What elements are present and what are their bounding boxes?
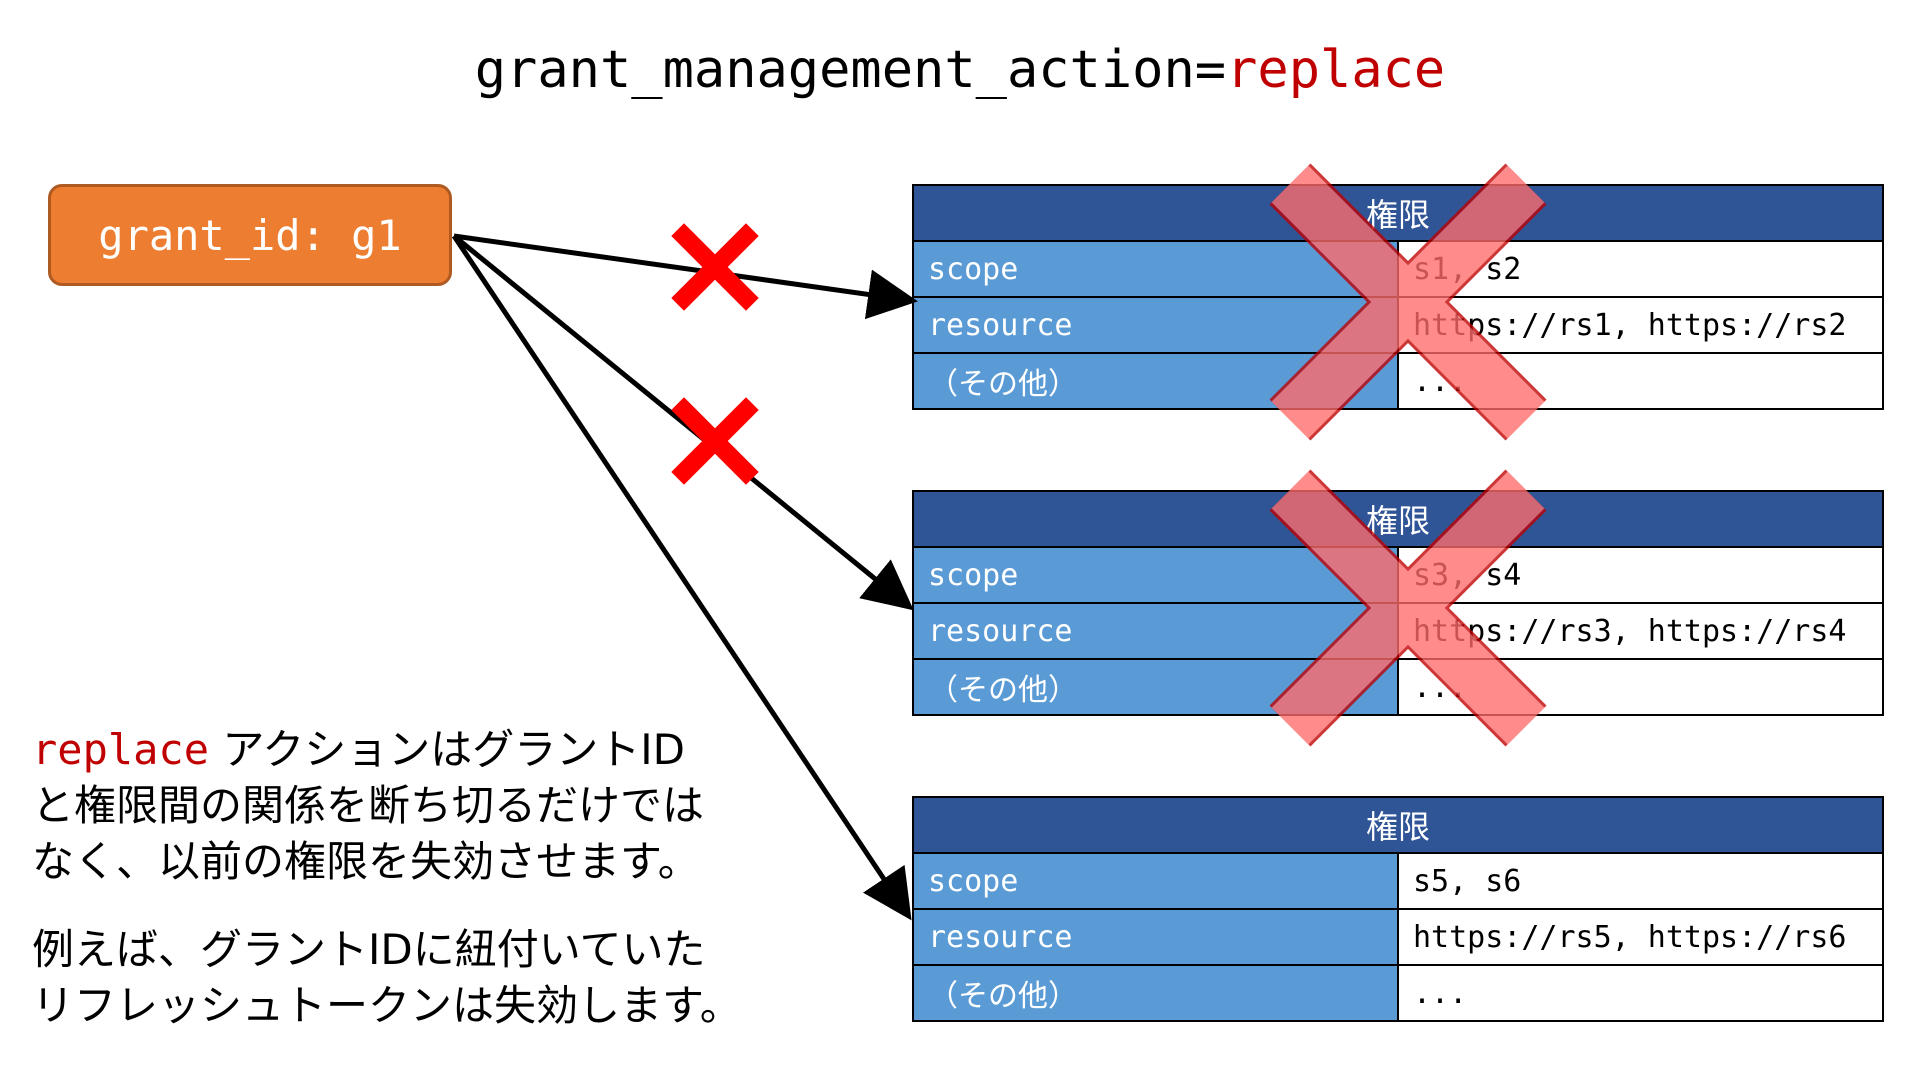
table-header: 権限 <box>912 490 1884 548</box>
explanation-paragraph-1: replace アクションはグラントID と権限間の関係を断ち切るだけでは なく… <box>32 722 832 890</box>
explanation-paragraph-2: 例えば、グラントIDに紐付いていた リフレッシュトークンは失効します。 <box>32 922 832 1034</box>
explanation-line: と権限間の関係を断ち切るだけでは <box>32 781 705 830</box>
explanation-text: アクションはグラントID <box>209 725 685 774</box>
explanation-line: replace アクションはグラントID <box>32 722 832 778</box>
other-key: （その他） <box>912 658 1399 716</box>
table-header-row: 権限 <box>912 796 1884 854</box>
page-title: grant_management_action=replace <box>0 40 1920 100</box>
table-row: resource https://rs5, https://rs6 <box>912 908 1884 966</box>
other-key: （その他） <box>912 964 1399 1022</box>
table-header: 権限 <box>912 184 1884 242</box>
grant-id-label: grant_id: g1 <box>98 210 402 260</box>
table-header-row: 権限 <box>912 490 1884 548</box>
resource-value: https://rs5, https://rs6 <box>1397 908 1884 966</box>
explanation-line: リフレッシュトークンは失効します。 <box>32 981 742 1030</box>
broken-link-cross-2 <box>671 397 759 485</box>
permission-table-3: 権限 scope s5, s6 resource https://rs5, ht… <box>912 796 1884 1022</box>
other-value: ... <box>1397 352 1884 410</box>
resource-key: resource <box>912 296 1399 354</box>
replace-keyword: replace <box>32 725 210 774</box>
arrow-to-table-1 <box>453 233 918 320</box>
arrow-to-table-3 <box>451 234 912 921</box>
table-row: scope s5, s6 <box>912 852 1884 910</box>
table-header-row: 権限 <box>912 184 1884 242</box>
table-row: resource https://rs1, https://rs2 <box>912 296 1884 354</box>
scope-value: s5, s6 <box>1397 852 1884 910</box>
revoked-cross-table-2 <box>1269 469 1547 747</box>
table-row: resource https://rs3, https://rs4 <box>912 602 1884 660</box>
table-row: （その他） ... <box>912 964 1884 1022</box>
resource-value: https://rs3, https://rs4 <box>1397 602 1884 660</box>
broken-link-cross-1 <box>671 223 759 311</box>
resource-key: resource <box>912 602 1399 660</box>
title-prefix: grant_management_action= <box>474 40 1227 100</box>
revoked-cross-table-1 <box>1269 163 1547 441</box>
explanation-line: 例えば、グラントIDに紐付いていた <box>32 925 706 974</box>
grant-id-box: grant_id: g1 <box>48 184 452 286</box>
table-header: 権限 <box>912 796 1884 854</box>
arrow-to-table-2 <box>452 234 914 611</box>
other-value: ... <box>1397 964 1884 1022</box>
explanation-line: なく、以前の権限を失効させます。 <box>32 837 700 886</box>
resource-key: resource <box>912 908 1399 966</box>
scope-key: scope <box>912 852 1399 910</box>
title-action-value: replace <box>1226 40 1446 100</box>
